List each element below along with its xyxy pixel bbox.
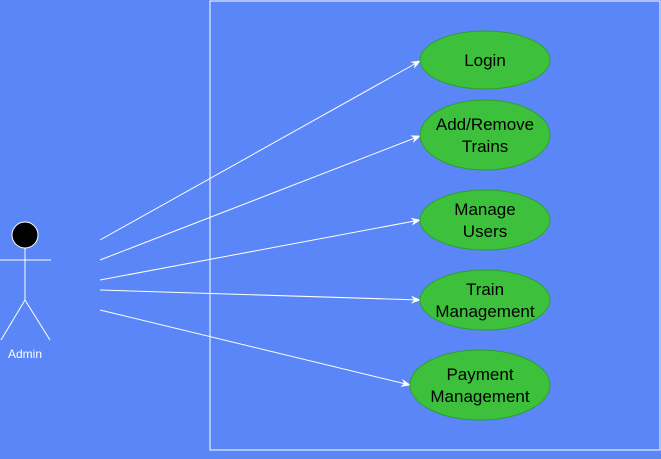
use-case-ellipse [419, 269, 551, 331]
actor-left-leg [0, 299, 26, 341]
actor-name: Admin [8, 347, 42, 361]
use-case-label: Add/Remove [436, 115, 534, 134]
actor-admin: Admin [0, 221, 51, 361]
use-cases: LoginAdd/RemoveTrainsManageUsersTrainMan… [409, 30, 551, 421]
use-case-label: Management [435, 302, 535, 321]
actor-head [11, 221, 39, 249]
use-case-label: Manage [454, 200, 515, 219]
use-case-label: Login [464, 51, 506, 70]
system-boundary [209, 0, 661, 451]
use-case-label: Management [430, 387, 530, 406]
associations [99, 60, 421, 387]
use-case-label: Trains [462, 137, 509, 156]
association-login [99, 60, 421, 241]
actor-right-leg [24, 299, 51, 341]
use-case-label: Users [463, 222, 507, 241]
use-case-ellipse [419, 30, 551, 90]
association-payment-management [99, 309, 411, 387]
use-case-label: Payment [446, 365, 513, 384]
use-case-label: Train [466, 280, 504, 299]
association-add-remove-trains [99, 135, 421, 261]
use-case-ellipse [419, 189, 551, 251]
use-case-ellipse [409, 349, 551, 421]
association-manage-users [99, 217, 421, 281]
use-case-ellipse [419, 99, 551, 171]
use-case-login: Login [419, 30, 551, 90]
association-train-management [99, 289, 421, 304]
